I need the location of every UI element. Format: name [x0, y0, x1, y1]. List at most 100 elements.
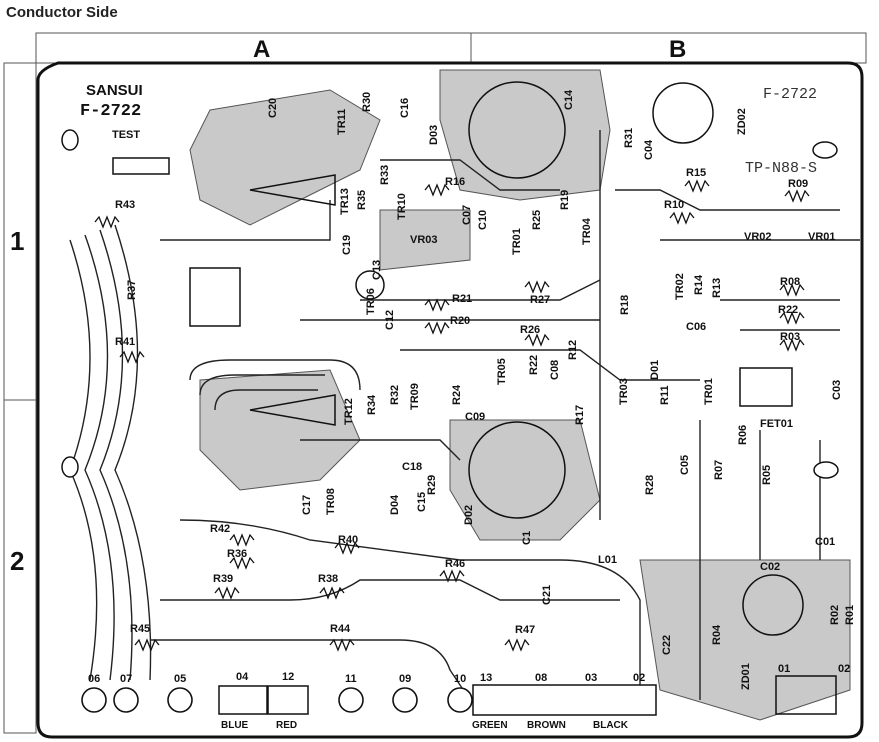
label-r29: R29 — [426, 475, 438, 495]
pin-09: 09 — [399, 673, 411, 685]
label-c06: C06 — [686, 321, 706, 333]
page-title: Conductor Side — [6, 4, 118, 21]
label-c20: C20 — [267, 98, 279, 118]
label-vr02: VR02 — [744, 231, 772, 243]
label-c21: C21 — [541, 585, 553, 605]
label-r16: R16 — [445, 176, 465, 188]
copper-area — [449, 419, 601, 541]
label-d01: D01 — [649, 360, 661, 380]
zone-row-1: 1 — [10, 226, 24, 256]
label-c22: C22 — [661, 635, 673, 655]
label-r28: R28 — [644, 475, 656, 495]
label-d04: D04 — [389, 494, 401, 515]
label-vr03: VR03 — [410, 234, 438, 246]
label-r43: R43 — [115, 199, 135, 211]
label-r36: R36 — [227, 548, 247, 560]
test-point-outline — [112, 157, 170, 175]
label-r38: R38 — [318, 573, 338, 585]
label-r04: R04 — [711, 624, 723, 645]
label-zd01: ZD01 — [740, 663, 752, 690]
label-c07: C07 — [461, 205, 473, 225]
zone-col-b: B — [669, 36, 686, 63]
label-tr11: TR11 — [336, 109, 348, 135]
heatsink-triangle — [249, 394, 336, 426]
label-r21: R21 — [452, 293, 472, 305]
pin-08: 08 — [535, 672, 547, 684]
board-brand: SANSUI — [86, 82, 143, 99]
pin-01: 01 — [778, 663, 790, 675]
label-tr01-top: TR01 — [511, 228, 523, 255]
label-r14: R14 — [693, 274, 705, 295]
label-r42: R42 — [210, 523, 230, 535]
label-r32: R32 — [389, 385, 401, 405]
pin-07: 07 — [120, 673, 132, 685]
component-labels: R43 R37 R41 R30 R35 R33 R16 R25 R19 R31 … — [88, 89, 856, 731]
label-r03: R03 — [780, 331, 800, 343]
label-fet01: FET01 — [760, 418, 793, 430]
label-r31: R31 — [623, 128, 635, 148]
label-l01: L01 — [598, 554, 617, 566]
label-r22: R22 — [778, 304, 798, 316]
tp-label: TP-N88-S — [745, 160, 817, 177]
label-c04: C04 — [643, 139, 655, 160]
label-r39: R39 — [213, 573, 233, 585]
label-r46: R46 — [445, 558, 465, 570]
label-tr06: TR06 — [365, 288, 377, 315]
label-c19: C19 — [341, 235, 353, 255]
pin-02: 02 — [633, 672, 645, 684]
traces — [69, 130, 860, 701]
wire-blue: BLUE — [221, 720, 249, 731]
label-zd02: ZD02 — [736, 108, 748, 135]
pin-12: 12 — [282, 671, 294, 683]
label-r17: R17 — [574, 405, 586, 425]
label-r20: R20 — [450, 315, 470, 327]
zone-row-2: 2 — [10, 546, 24, 576]
capacitor-circle — [468, 81, 566, 179]
label-c01: C01 — [815, 536, 835, 548]
label-r19: R19 — [559, 190, 571, 210]
heatsink-triangle — [249, 174, 336, 206]
label-c17: C17 — [301, 495, 313, 515]
label-tr12: TR12 — [343, 398, 355, 425]
copper-area — [439, 69, 611, 201]
wire-red: RED — [276, 720, 297, 731]
label-c1: C1 — [521, 531, 533, 545]
label-tr02: TR02 — [674, 273, 686, 300]
label-tr10: TR10 — [396, 193, 408, 220]
label-c10: C10 — [477, 210, 489, 230]
label-c18: C18 — [402, 461, 422, 473]
label-c13: C13 — [371, 260, 383, 280]
test-label: TEST — [112, 129, 140, 141]
label-r26: R26 — [520, 324, 540, 336]
zone-col-a: A — [253, 36, 270, 63]
capacitor-circle — [355, 270, 385, 300]
label-c02: C02 — [760, 561, 780, 573]
label-vr01: VR01 — [808, 231, 836, 243]
label-d02: D02 — [463, 505, 475, 525]
label-r22-b: R22 — [528, 355, 540, 375]
label-r09: R09 — [788, 178, 808, 190]
capacitor-circle — [652, 82, 714, 144]
zone-header — [35, 32, 867, 64]
pin-04: 04 — [236, 671, 249, 683]
wire-brown: BROWN — [527, 720, 566, 731]
wire-green: GREEN — [472, 720, 508, 731]
copper-area — [379, 209, 471, 271]
label-c05: C05 — [679, 455, 691, 475]
label-r15: R15 — [686, 167, 706, 179]
label-tr01: TR01 — [703, 378, 715, 405]
component-outline — [189, 267, 241, 327]
label-r10: R10 — [664, 199, 684, 211]
label-r30: R30 — [361, 92, 373, 112]
label-r18: R18 — [619, 295, 631, 315]
label-r35: R35 — [356, 190, 368, 210]
label-r24: R24 — [451, 384, 463, 405]
label-r11: R11 — [659, 385, 671, 405]
label-r12: R12 — [567, 340, 579, 360]
label-r45: R45 — [130, 623, 150, 635]
capacitor-circle — [742, 574, 804, 636]
label-r47: R47 — [515, 624, 535, 636]
label-r07: R07 — [713, 460, 725, 480]
pin-06: 06 — [88, 673, 100, 685]
